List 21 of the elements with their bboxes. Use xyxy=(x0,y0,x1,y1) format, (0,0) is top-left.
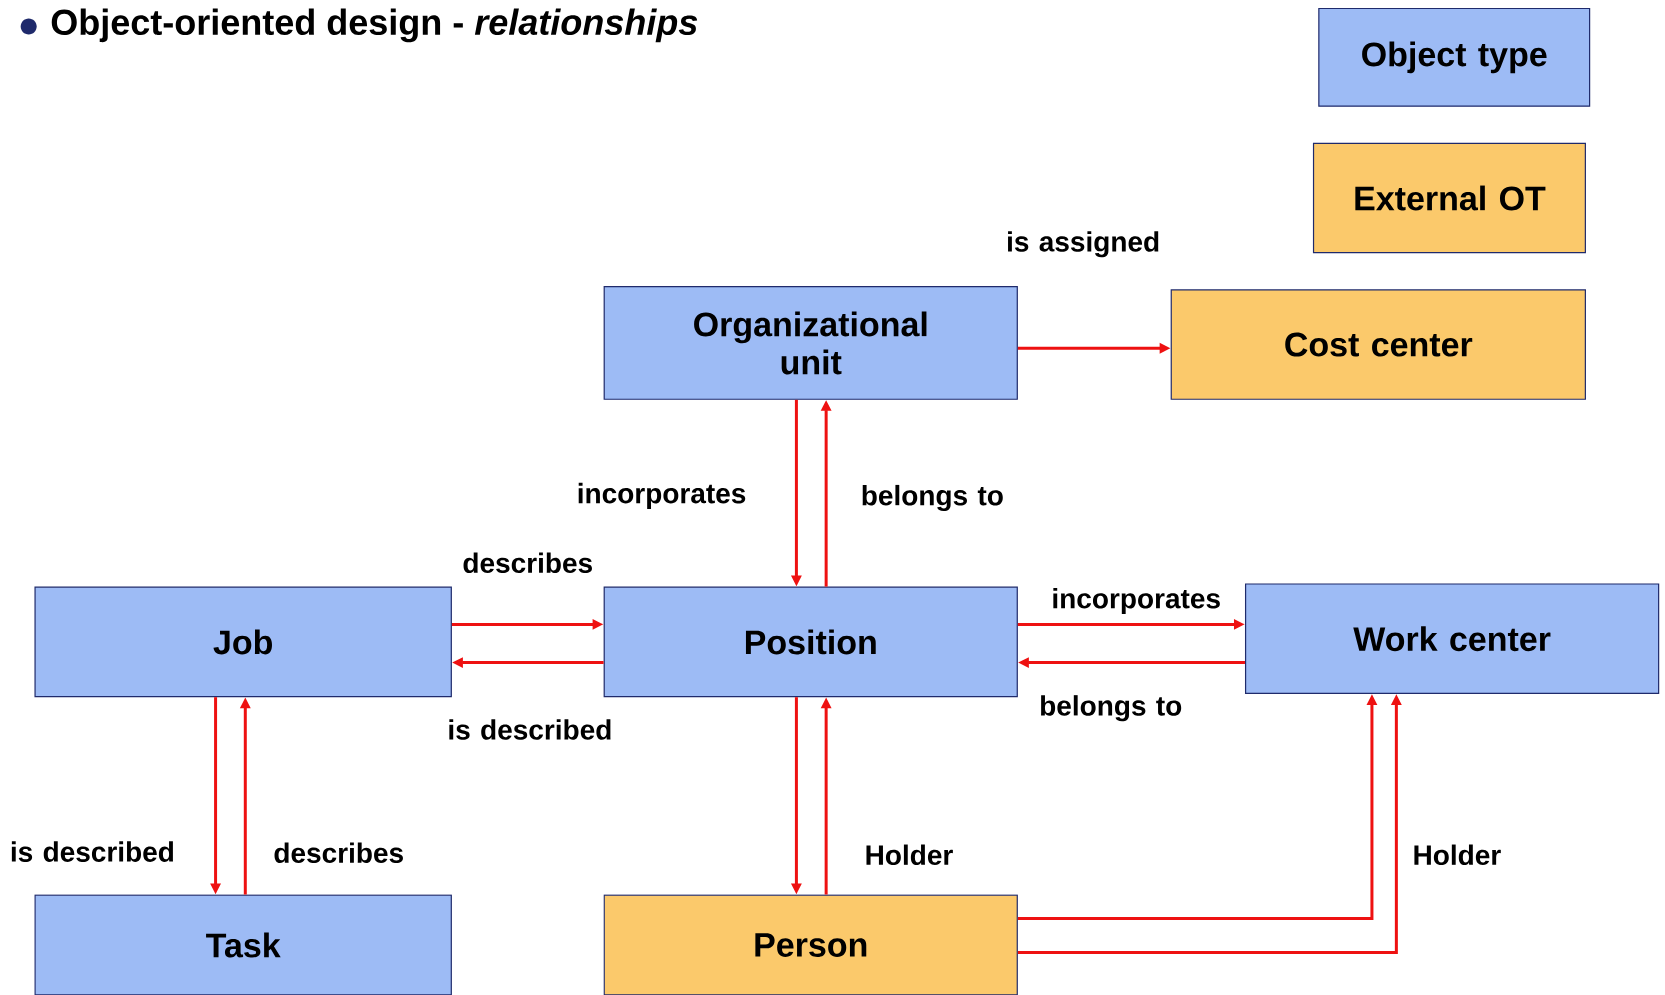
box: Work center xyxy=(1245,583,1660,694)
title: Object-oriented design - relationships xyxy=(51,8,698,43)
box: Organizational unit xyxy=(603,286,1018,400)
box: Person xyxy=(603,894,1018,995)
edge-label: belongs to xyxy=(1041,695,1182,722)
edge-label: describes xyxy=(274,842,403,863)
box: Job xyxy=(34,586,452,698)
edge-label: Holder xyxy=(866,844,953,866)
edge-label: describes xyxy=(463,552,592,574)
box: Cost center xyxy=(1170,289,1586,400)
edge-label: Holder xyxy=(1414,844,1501,866)
edge-label: is assigned xyxy=(1008,231,1159,258)
box: Task xyxy=(34,894,452,995)
edge-label: is described xyxy=(11,841,173,862)
edge-label: is described xyxy=(449,719,611,740)
box: Object type xyxy=(1318,7,1591,107)
box: External OT xyxy=(1312,142,1586,254)
box: Position xyxy=(603,586,1018,698)
edge-label: incorporates xyxy=(578,482,746,509)
edge-label: belongs to xyxy=(862,484,1003,512)
edge-label: incorporates xyxy=(1053,587,1220,615)
